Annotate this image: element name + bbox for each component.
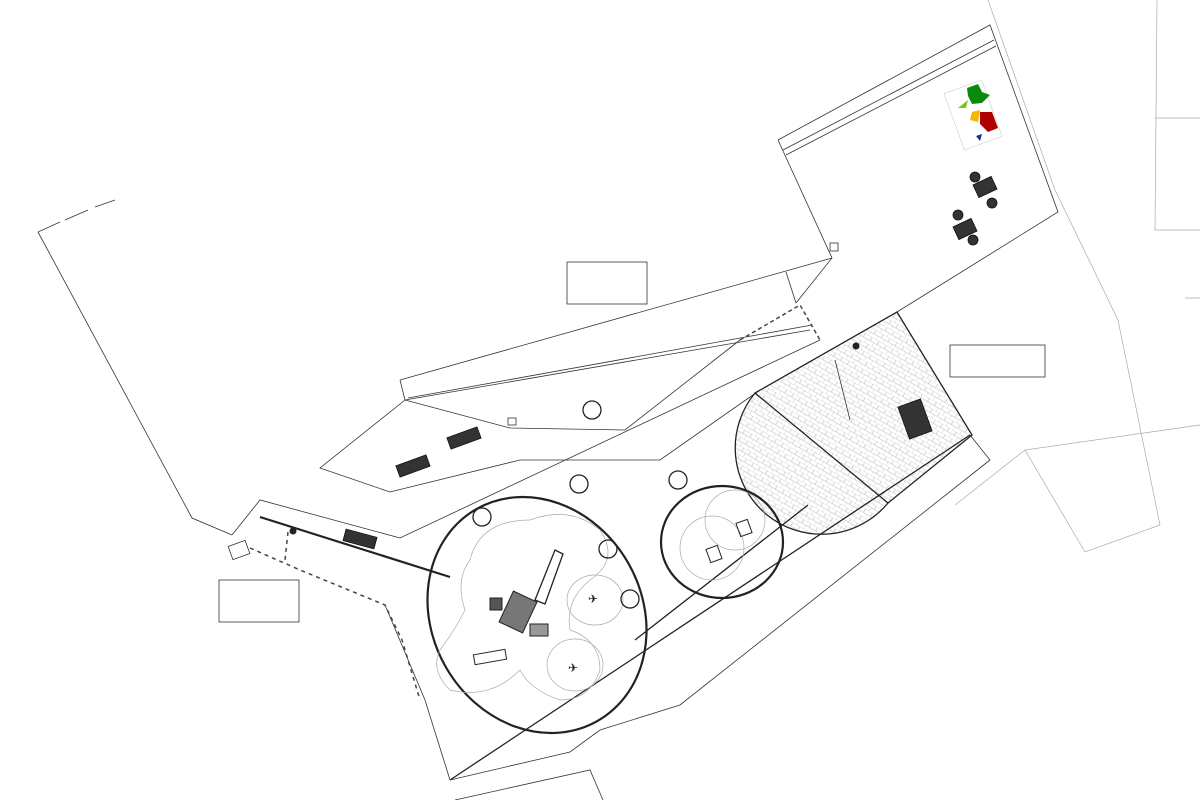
- label-boxes: [218, 261, 1046, 623]
- spring-rider-icon: ✈: [588, 592, 598, 606]
- toddler-play-area: [659, 484, 785, 600]
- logo: [943, 79, 1003, 151]
- trees: [472, 400, 688, 609]
- main-walkway: [227, 303, 991, 800]
- spring-rider-icon: ✈: [568, 661, 578, 675]
- benches: [342, 171, 998, 550]
- property-boundaries: [37, 0, 1200, 553]
- paved-plaza: [734, 311, 973, 535]
- upper-plot: [319, 24, 1059, 493]
- main-play-area: ✈ ✈: [426, 495, 648, 735]
